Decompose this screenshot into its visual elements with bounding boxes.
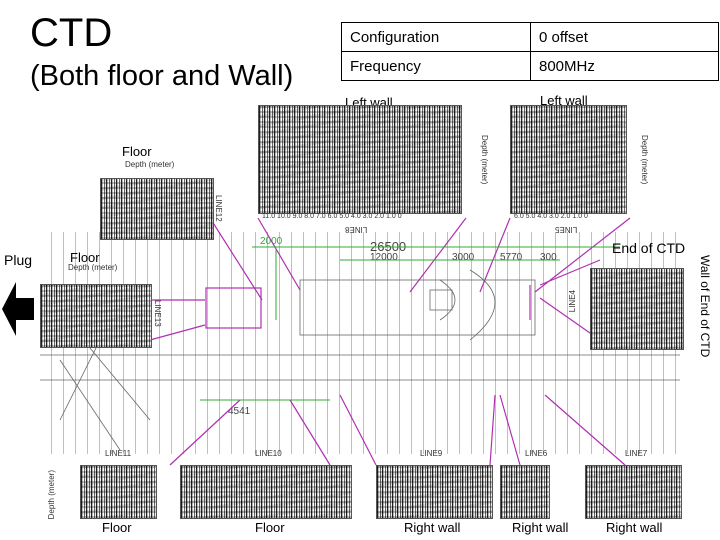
panel-title: LINE7 (625, 449, 648, 458)
end-of-ctd-label: End of CTD (612, 240, 686, 256)
panel-scale: 6.0 5.0 4.0 3.0 2.0 1.0 0 (514, 213, 588, 220)
panel-scale: 11.0 10.0 9.0 8.0 7.0 6.0 5.0 4.0 3.0 2.… (262, 213, 402, 220)
axis-label: Depth (meter) (68, 263, 118, 272)
frequency-label: Frequency (341, 51, 531, 81)
panel-title: LINE5 (555, 225, 578, 234)
frequency-value: 800MHz (530, 51, 719, 81)
radar-panel-line8 (258, 105, 462, 214)
floor-label: Floor (102, 520, 132, 535)
panel-title: LINE12 (214, 195, 223, 222)
panel-title: LINE10 (255, 449, 282, 458)
map-dimension: 3000 (452, 252, 475, 263)
radar-panel-line12 (100, 178, 214, 240)
radar-panel-line6 (500, 465, 550, 519)
panel-title: LINE11 (105, 449, 132, 458)
axis-label: Depth (meter) (125, 160, 175, 169)
floor-label: Floor (70, 250, 100, 265)
axis-label: Depth (meter) (640, 135, 649, 185)
panel-title: LINE4 (568, 290, 577, 313)
panel-title: LINE6 (525, 449, 548, 458)
right-wall-label: Right wall (404, 520, 461, 535)
floor-label: Floor (122, 144, 152, 159)
panel-title: LINE9 (420, 449, 443, 458)
radar-panel-line13 (40, 284, 152, 348)
map-dimension: 5770 (500, 252, 523, 263)
slide-title: CTD (30, 11, 113, 55)
radar-panel-line9 (376, 465, 493, 519)
plug-label: Plug (4, 252, 33, 268)
left-arrow-icon (2, 282, 34, 336)
table-row: Frequency 800MHz (341, 51, 719, 81)
slide-subtitle: (Both floor and Wall) (30, 60, 294, 92)
config-label: Configuration (341, 22, 531, 52)
radar-panel-line5 (510, 105, 627, 214)
radar-panel-line10 (180, 465, 352, 519)
map-dimension: 4541 (228, 406, 251, 417)
right-wall-label: Right wall (606, 520, 663, 535)
floor-label: Floor (255, 520, 285, 535)
wall-of-end-label: Wall of End of CTD (698, 255, 712, 358)
config-table: Configuration 0 offset Frequency 800MHz (341, 22, 719, 81)
panel-title: LINE8 (345, 225, 368, 234)
right-wall-label: Right wall (512, 520, 569, 535)
map-dimension: 12000 (370, 252, 398, 263)
panel-title: LINE13 (153, 300, 162, 327)
table-row: Configuration 0 offset (341, 22, 719, 52)
radar-panel-line7 (585, 465, 682, 519)
left-wall-label: Left wall (540, 93, 588, 108)
radar-panel-line4 (590, 268, 684, 350)
map-dimension: 300 (540, 252, 557, 263)
axis-label: Depth (meter) (47, 470, 56, 520)
radar-panel-line11 (80, 465, 157, 519)
axis-label: Depth (meter) (480, 135, 489, 185)
